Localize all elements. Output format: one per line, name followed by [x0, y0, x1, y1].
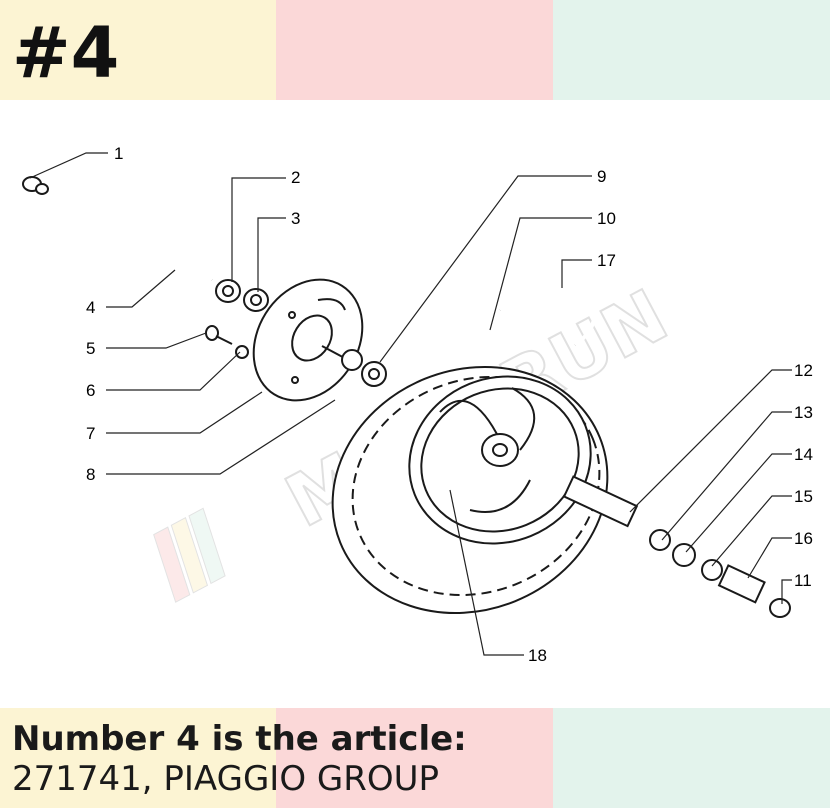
header-color-band	[0, 0, 830, 100]
callout-leaders	[29, 152, 792, 656]
callout-labels: 1 2 3 4 5 6 7 8 9 10 17 12 13 14 15 16 1…	[86, 144, 813, 665]
callout-2: 2	[291, 168, 300, 187]
band-pink-bottom	[276, 708, 553, 808]
callout-12: 12	[794, 361, 813, 380]
callout-3: 3	[291, 209, 300, 228]
part-number-heading: #4	[12, 12, 120, 94]
screw-and-washer	[205, 325, 249, 359]
callout-17: 17	[597, 251, 616, 270]
callout-18: 18	[528, 646, 547, 665]
footer-color-band	[0, 708, 830, 808]
callout-13: 13	[794, 403, 813, 422]
article-caption-title: Number 4 is the article:	[12, 719, 467, 759]
wheel-assembly	[331, 281, 609, 615]
exploded-wheel-diagram: MOTORUN	[22, 144, 813, 665]
right-hub-parts	[562, 475, 791, 618]
hub-bearing	[321, 345, 387, 387]
callout-8: 8	[86, 465, 95, 484]
callout-7: 7	[86, 424, 95, 443]
callout-16: 16	[794, 529, 813, 548]
callout-14: 14	[794, 445, 813, 464]
callout-10: 10	[597, 209, 616, 228]
article-caption-code: 271741, PIAGGIO GROUP	[12, 759, 440, 799]
callout-9: 9	[597, 167, 606, 186]
callout-15: 15	[794, 487, 813, 506]
band-green-bottom	[553, 708, 830, 808]
band-yellow-bottom	[0, 708, 276, 808]
callout-6: 6	[86, 381, 95, 400]
callout-1: 1	[114, 144, 123, 163]
band-yellow	[0, 0, 276, 100]
band-pink	[276, 0, 553, 100]
axle-shaft	[22, 176, 214, 283]
bearing-left	[215, 279, 269, 312]
callout-5: 5	[86, 339, 95, 358]
band-green	[553, 0, 830, 100]
callout-4: 4	[86, 298, 95, 317]
callout-11: 11	[794, 571, 812, 590]
